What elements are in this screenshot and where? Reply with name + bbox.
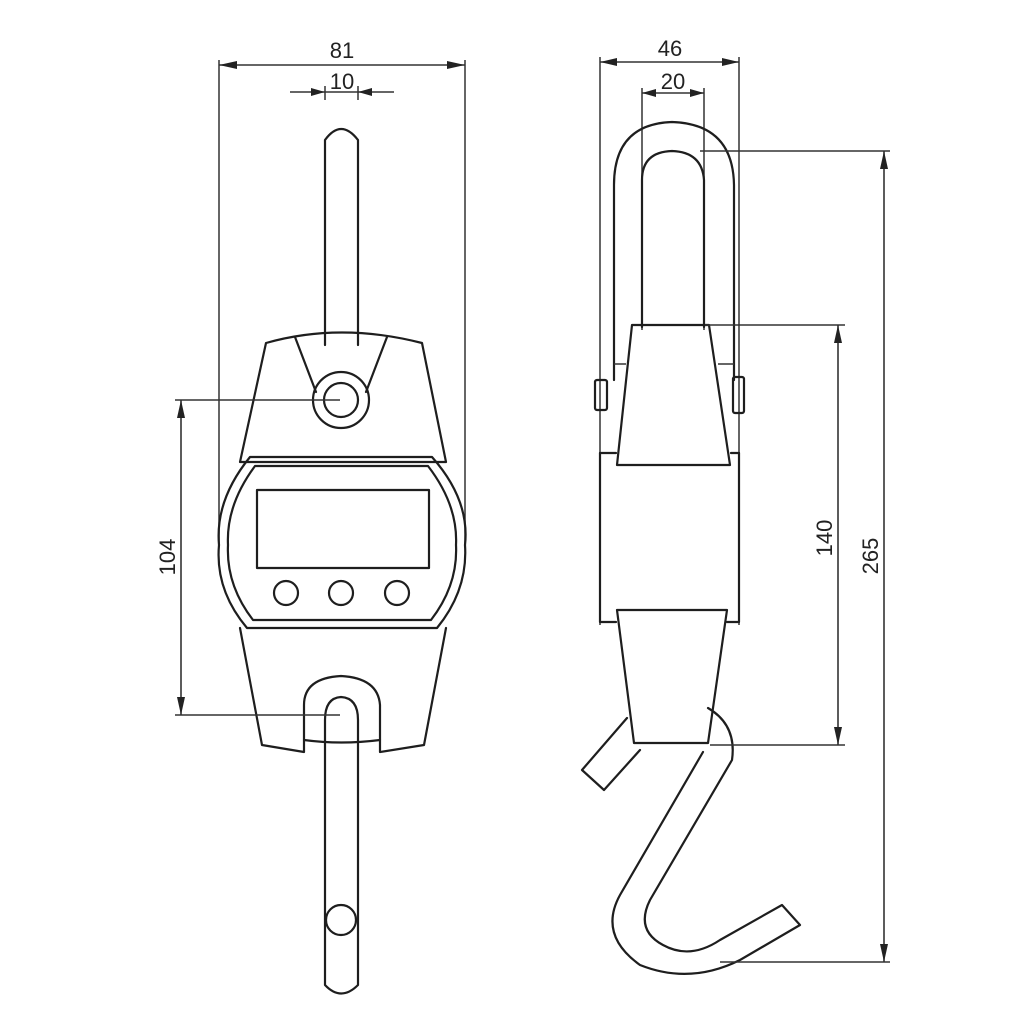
- lcd-screen: [255, 488, 431, 570]
- dimension-overall-width: 81: [219, 38, 465, 69]
- lower-housing: [238, 626, 448, 754]
- button-3: [383, 579, 411, 607]
- dimension-body-height: 104: [155, 399, 340, 716]
- side-body: [598, 451, 741, 624]
- upper-housing: [238, 331, 448, 464]
- side-view: 46 20: [580, 36, 890, 975]
- dimension-label-81: 81: [330, 38, 354, 63]
- side-knob-right: [731, 375, 746, 415]
- dimension-label-20: 20: [661, 69, 685, 94]
- upper-hook-slot: [293, 335, 389, 394]
- front-view: 81 10: [155, 38, 467, 995]
- bottom-hook-bar: [323, 695, 360, 995]
- lower-lug: [580, 716, 642, 792]
- bottom-hook-pin: [324, 903, 358, 937]
- dimension-total-length: 265: [700, 150, 890, 963]
- dimension-body-length: 140: [705, 324, 845, 746]
- top-hook-bar: [323, 127, 360, 347]
- dimension-shackle-width: 20: [641, 69, 705, 330]
- dimension-label-265: 265: [858, 538, 883, 575]
- side-knob-left: [593, 378, 609, 412]
- dimension-label-10: 10: [330, 69, 354, 94]
- button-1: [272, 579, 300, 607]
- lower-housing-base: [302, 738, 382, 744]
- s-hook: [611, 706, 802, 975]
- lower-block: [615, 608, 729, 745]
- shackle-inner: [640, 149, 706, 329]
- dimension-label-104: 104: [155, 539, 180, 576]
- button-2: [327, 579, 355, 607]
- upper-block: [615, 323, 732, 467]
- display-bezel-inner: [226, 464, 458, 622]
- display-bezel-outer: [217, 455, 467, 630]
- dimension-label-140: 140: [812, 520, 837, 557]
- dimension-overall-depth: 46: [600, 36, 739, 66]
- dimension-label-46: 46: [658, 36, 682, 61]
- shackle-outer: [612, 120, 736, 382]
- dimension-hook-width: 10: [290, 69, 394, 100]
